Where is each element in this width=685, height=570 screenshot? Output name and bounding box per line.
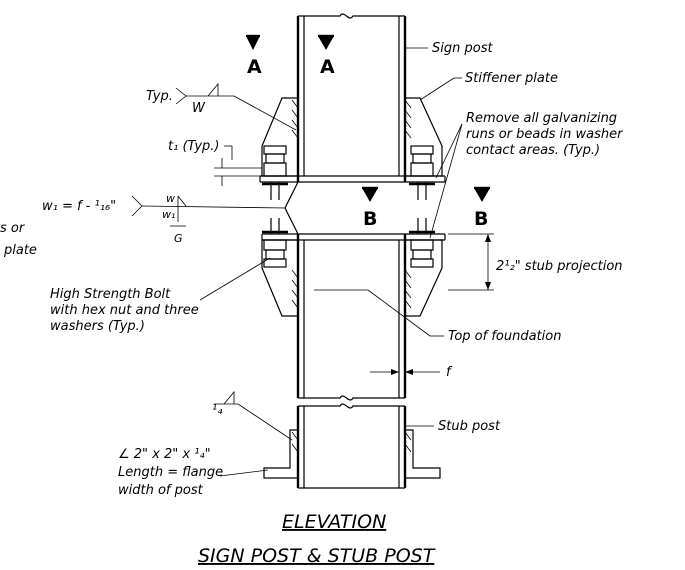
bolt-line-1: High Strength Bolt — [50, 287, 171, 302]
stub-post-lower — [263, 406, 441, 489]
typ-weld-symbol — [175, 82, 297, 131]
lower-stiffener-plates — [261, 239, 443, 317]
gap-left-edge — [284, 181, 299, 235]
stub-post-label: Stub post — [438, 419, 501, 434]
stiffener-leader — [419, 77, 455, 101]
remove-galv-line-1: Remove all galvanizing — [466, 111, 617, 126]
upper-stiffener-plates — [261, 97, 443, 177]
stub-projection-dimension — [448, 233, 494, 291]
lower-bolts — [262, 218, 435, 268]
f-dimension — [370, 369, 440, 375]
w1-weld-w: w — [166, 192, 175, 205]
elevation-title: ELEVATION — [282, 511, 386, 533]
quarter-weld-symbol — [214, 390, 293, 441]
sign-post-base-plate — [259, 175, 446, 183]
angle-line-2: Length = flange — [118, 465, 223, 480]
w1-weld-symbol — [131, 195, 287, 227]
section-marker-a-left: A — [246, 34, 262, 78]
svg-text:A: A — [247, 56, 262, 78]
section-marker-b-right: B — [474, 186, 490, 230]
svg-text:B: B — [363, 208, 377, 230]
svg-text:B: B — [474, 208, 488, 230]
angle-line-3: width of post — [118, 483, 204, 498]
stub-post-upper — [261, 233, 446, 409]
stub-projection-label: 2¹₂" stub projection — [496, 259, 623, 274]
w1-weld-w1: w₁ — [162, 208, 175, 221]
angle-leader — [219, 469, 269, 477]
sign-post-label: Sign post — [432, 41, 493, 56]
remove-galv-leaders — [429, 123, 463, 239]
elevation-subtitle: SIGN POST & STUB POST — [198, 545, 436, 567]
bolt-line-3: washers (Typ.) — [50, 319, 145, 334]
remove-galv-line-3: contact areas. (Typ.) — [466, 143, 600, 158]
upper-bolts — [262, 145, 435, 200]
angle-line-1: ∠ 2" x 2" x ¹₄" — [118, 447, 211, 462]
remove-galv-line-2: runs or beads in washer — [466, 127, 624, 142]
typ-weld-w: W — [192, 101, 206, 116]
top-foundation-leader — [314, 289, 444, 337]
sign-post — [296, 13, 407, 182]
svg-text:A: A — [320, 56, 335, 78]
cut-left-line-1: s or — [0, 221, 26, 236]
f-label: f — [446, 365, 453, 380]
w1-weld-g: G — [174, 232, 183, 245]
typ-label: Typ. — [146, 89, 173, 104]
section-marker-b-left: B — [362, 186, 378, 230]
weld-quarter-label: ¹₄ — [212, 403, 223, 418]
bolt-line-2: with hex nut and three — [50, 303, 199, 318]
w1-formula: w₁ = f - ¹₁₆" — [42, 199, 116, 214]
t1-dimension — [214, 145, 262, 186]
top-foundation-label: Top of foundation — [448, 329, 561, 344]
section-marker-a-right: A — [318, 34, 335, 78]
cut-left-line-2: plate — [3, 243, 37, 258]
stiffener-label: Stiffener plate — [465, 71, 558, 86]
bolt-leader — [199, 257, 271, 301]
t1-label: t₁ (Typ.) — [168, 139, 219, 154]
